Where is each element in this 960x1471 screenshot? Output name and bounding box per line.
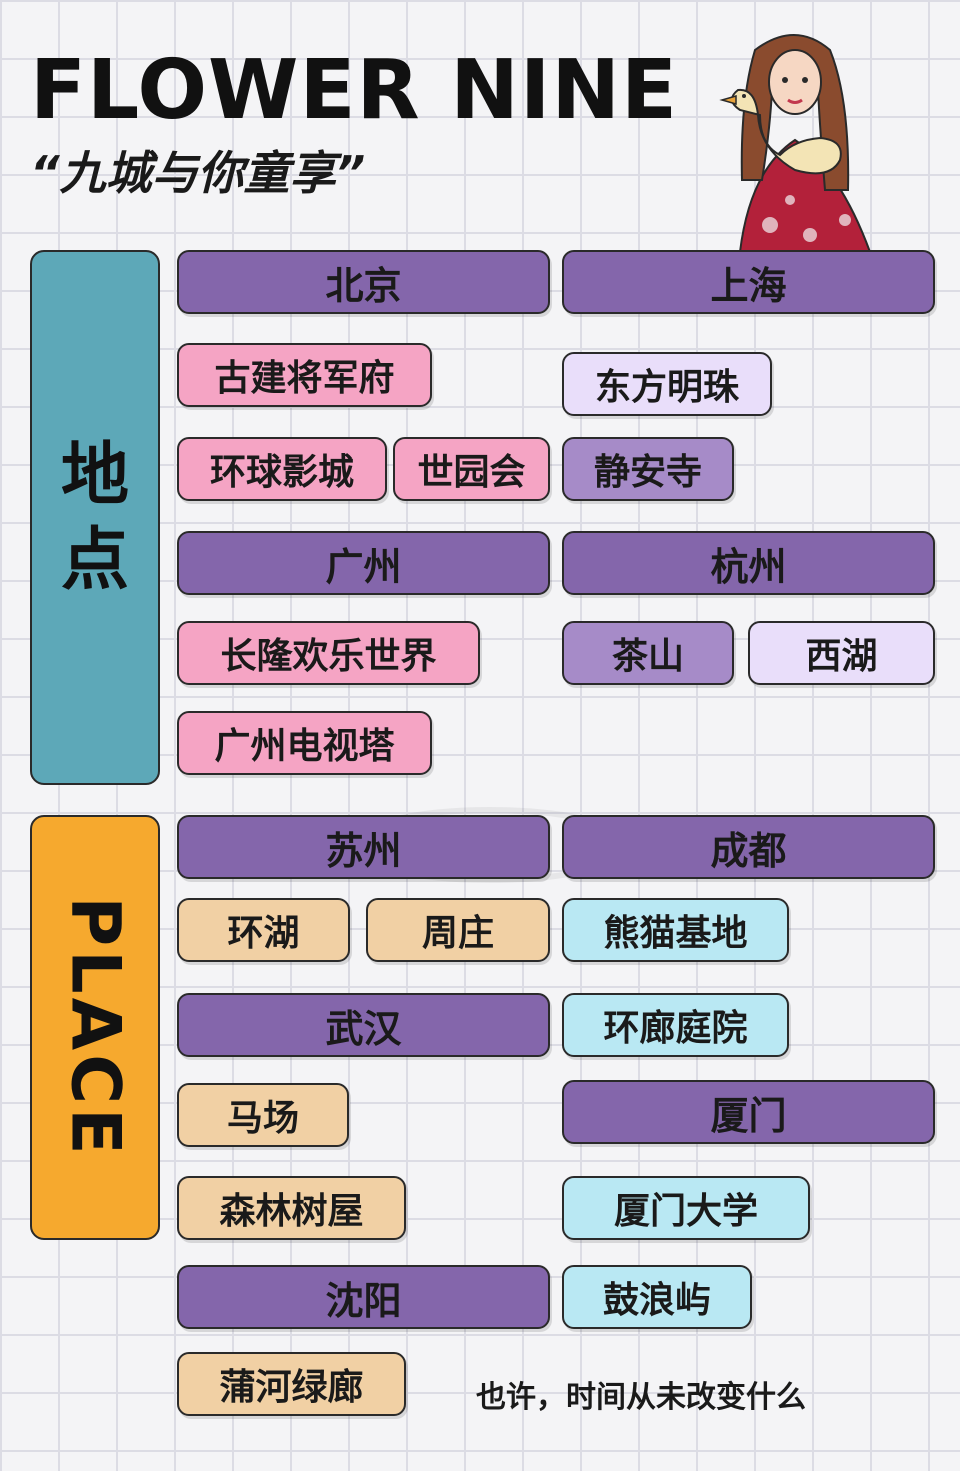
spot-xiamen-2[interactable]: 鼓浪屿 [562,1265,752,1329]
city-chengdu[interactable]: 成都 [562,815,935,879]
spot-suzhou-1[interactable]: 环湖 [177,898,350,962]
spot-beijing-3[interactable]: 世园会 [393,437,550,501]
spot-chengdu-1[interactable]: 熊猫基地 [562,898,789,962]
spot-hangzhou-1[interactable]: 茶山 [562,621,734,685]
place-sidebar: PLACE [30,815,160,1240]
spot-xiamen-1[interactable]: 厦门大学 [562,1176,810,1240]
city-beijing[interactable]: 北京 [177,250,550,314]
city-shenyang[interactable]: 沈阳 [177,1265,550,1329]
spot-shenyang-1[interactable]: 蒲河绿廊 [177,1352,406,1416]
spot-beijing-2[interactable]: 环球影城 [177,437,387,501]
city-guangzhou[interactable]: 广州 [177,531,550,595]
location-sidebar: 地点 [30,250,160,785]
footer-tagline: 也许，时间从未改变什么 [476,1380,806,1415]
spot-guangzhou-2[interactable]: 广州电视塔 [177,711,432,775]
spot-suzhou-2[interactable]: 周庄 [366,898,550,962]
spot-shanghai-2[interactable]: 静安寺 [562,437,734,501]
place-label: PLACE [55,896,135,1159]
city-shanghai[interactable]: 上海 [562,250,935,314]
city-hangzhou[interactable]: 杭州 [562,531,935,595]
spot-wuhan-1[interactable]: 马场 [177,1083,349,1147]
page-subtitle: “九城与你童享” [30,146,366,200]
girl-with-goose-illustration [700,20,890,256]
spot-guangzhou-1[interactable]: 长隆欢乐世界 [177,621,480,685]
spot-wuhan-2[interactable]: 森林树屋 [177,1176,406,1240]
spot-chengdu-2[interactable]: 环廊庭院 [562,993,789,1057]
city-xiamen[interactable]: 厦门 [562,1080,935,1144]
page-title: FLOWER NINE [30,43,678,138]
city-wuhan[interactable]: 武汉 [177,993,550,1057]
spot-beijing-1[interactable]: 古建将军府 [177,343,432,407]
location-label: 地点 [60,435,129,600]
spot-hangzhou-2[interactable]: 西湖 [748,621,935,685]
spot-shanghai-1[interactable]: 东方明珠 [562,352,772,416]
city-suzhou[interactable]: 苏州 [177,815,550,879]
